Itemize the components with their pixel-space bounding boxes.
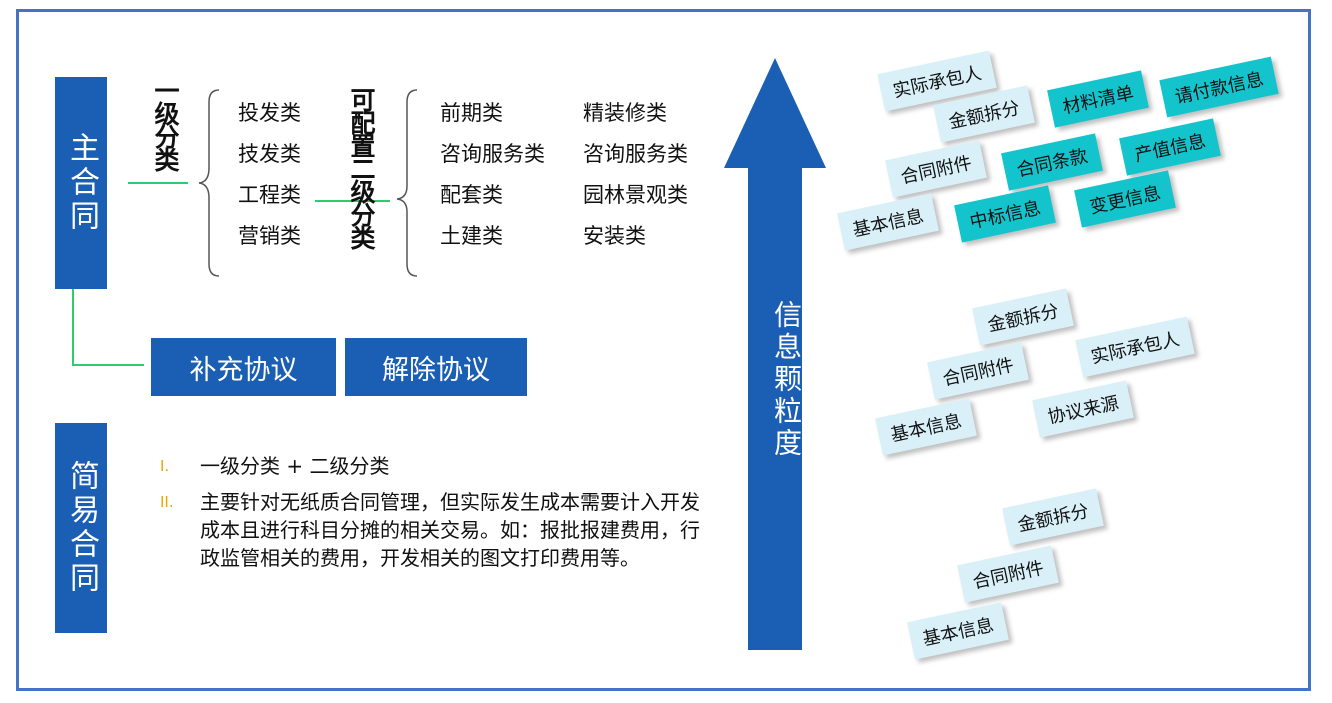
level1-item: 技发类: [238, 142, 301, 166]
level2-item: 安装类: [583, 224, 646, 248]
supplement-agreement-box: 补充协议: [151, 338, 336, 396]
level1-item: 工程类: [238, 183, 301, 207]
level2-item: 前期类: [440, 101, 503, 125]
cancel-agreement-box: 解除协议: [345, 338, 527, 396]
note-row: II. 主要针对无纸质合同管理，但实际发生成本需要计入开发成本且进行科目分摊的相…: [160, 488, 730, 572]
level2-title: 可配置二级分类: [347, 87, 376, 248]
main-contract-box: 主合同: [55, 77, 107, 289]
granularity-label: 信息颗粒度: [770, 300, 803, 460]
level1-item: 投发类: [238, 101, 301, 125]
diagram-frame: [16, 9, 1311, 691]
simple-contract-notes: I. 一级分类 + 二级分类 II. 主要针对无纸质合同管理，但实际发生成本需要…: [160, 452, 730, 572]
level2-item: 园林景观类: [583, 183, 688, 207]
level2-item: 咨询服务类: [440, 142, 545, 166]
note-text: 一级分类 + 二级分类: [200, 454, 390, 478]
granularity-arrow: [724, 58, 826, 650]
note-number: II.: [160, 493, 174, 511]
note-row: I. 一级分类 + 二级分类: [160, 452, 730, 480]
main-contract-label: 主合同: [64, 132, 99, 234]
level1-brace: [198, 89, 220, 277]
note-text: 主要针对无纸质合同管理，但实际发生成本需要计入开发成本且进行科目分摊的相关交易。…: [200, 490, 700, 570]
simple-contract-box: 简易合同: [55, 423, 107, 633]
level1-title: 一级分类: [151, 78, 180, 170]
connector-to-supplement: [72, 364, 144, 366]
note-number: I.: [160, 457, 170, 475]
level2-item: 土建类: [440, 224, 503, 248]
simple-contract-label: 简易合同: [64, 460, 99, 596]
level2-item: 咨询服务类: [583, 142, 688, 166]
level2-item: 配套类: [440, 183, 503, 207]
level2-brace: [396, 89, 418, 277]
connector-down: [72, 289, 74, 365]
level1-item: 营销类: [238, 224, 301, 248]
connector-to-level2: [315, 200, 390, 202]
connector-main-to-level1: [128, 182, 188, 184]
level2-item: 精装修类: [583, 101, 667, 125]
